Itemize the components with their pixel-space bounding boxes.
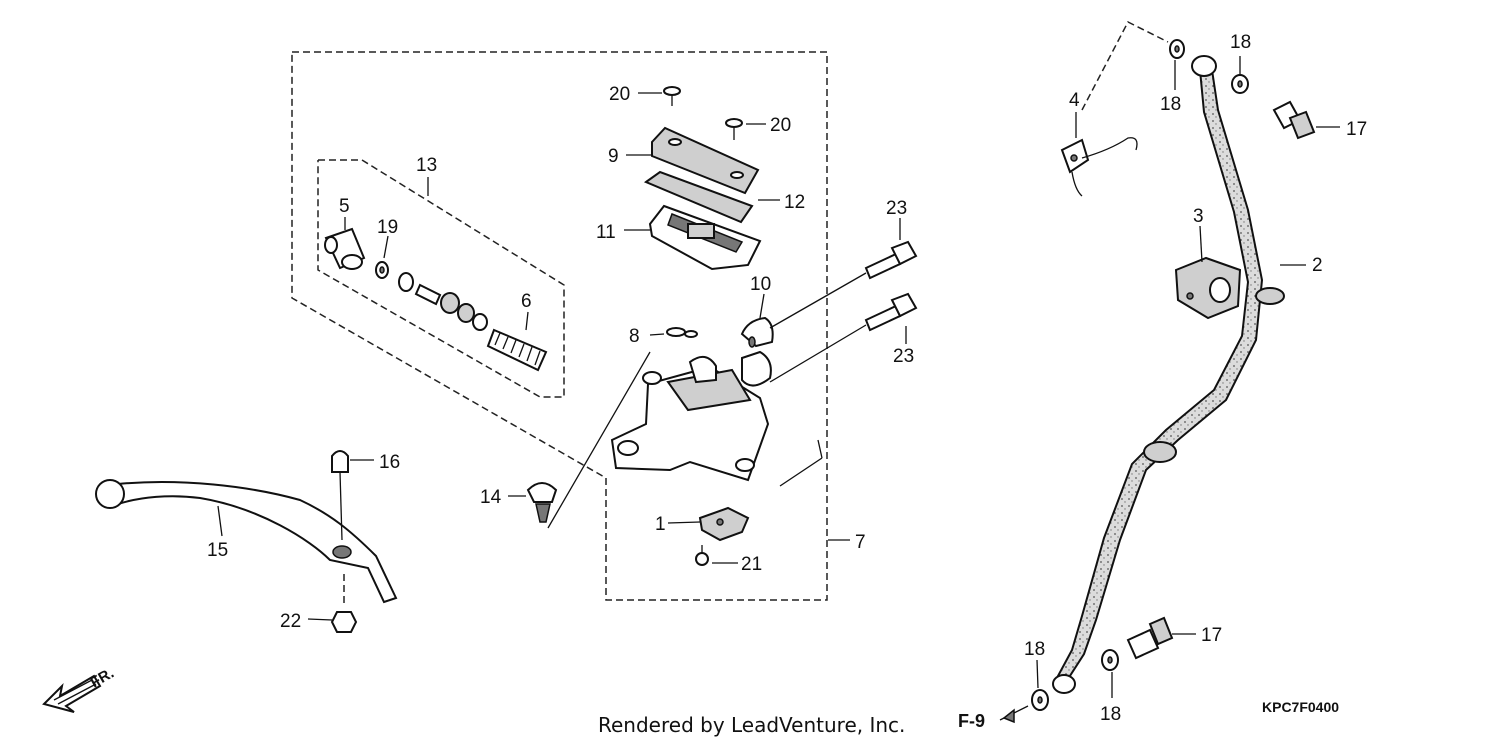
bolt-part-23-b (864, 292, 918, 332)
screw-part-8 (666, 327, 698, 338)
callout-19: 19 (377, 217, 398, 238)
spring-part-6 (486, 328, 548, 372)
callout-6: 6 (521, 291, 532, 312)
piston-pieces (398, 272, 488, 331)
callout-23: 23 (893, 346, 914, 367)
reference-label: F-9 (958, 711, 985, 731)
clamp-part-3 (1174, 256, 1242, 320)
callout-14: 14 (480, 487, 502, 508)
banjo-bolt-part-17-b (1126, 616, 1174, 660)
callout-12: 12 (784, 192, 805, 213)
washer-part-18-c (1031, 689, 1049, 711)
switch-part-1 (698, 506, 750, 542)
screw-part-21 (695, 545, 709, 566)
circlip-part-19 (375, 261, 389, 279)
holder-part-10 (740, 316, 774, 387)
brake-lever-part-15 (95, 479, 398, 604)
boot-part-14 (526, 482, 558, 523)
banjo-bolt-part-17-a (1272, 100, 1316, 140)
diagram-code: KPC7F0400 (1262, 699, 1339, 715)
plate-part-12 (643, 170, 754, 224)
callout-8: 8 (629, 326, 640, 347)
callout-20: 20 (609, 84, 630, 105)
callout-22: 22 (280, 611, 301, 632)
brake-hose-part-2 (1052, 55, 1285, 694)
front-direction-arrow: FR. (42, 665, 117, 713)
bolt-part-16 (331, 450, 349, 541)
callout-9: 9 (608, 146, 619, 167)
callout-23: 23 (886, 198, 907, 219)
callout-4: 4 (1069, 90, 1080, 111)
leader-lines (217, 56, 1340, 724)
credit-text: Rendered by LeadVenture, Inc. (598, 713, 905, 737)
callout-13: 13 (416, 155, 437, 176)
callout-18: 18 (1024, 639, 1045, 660)
callout-17: 17 (1346, 119, 1367, 140)
callout-18: 18 (1100, 704, 1121, 725)
screw-part-20-a (663, 86, 681, 106)
callout-16: 16 (379, 452, 400, 473)
reservoir-cap-part-9 (651, 126, 760, 195)
callout-18: 18 (1160, 94, 1181, 115)
callout-15: 15 (207, 540, 228, 561)
callout-5: 5 (339, 196, 350, 217)
callout-1: 1 (655, 514, 666, 535)
callout-10: 10 (750, 274, 771, 295)
washer-part-18-b (1231, 74, 1249, 94)
boot-part-5 (324, 227, 366, 270)
callout-2: 2 (1312, 255, 1323, 276)
callout-7: 7 (855, 532, 866, 553)
washer-part-18-a (1169, 39, 1185, 59)
callout-21: 21 (741, 554, 762, 575)
callout-17: 17 (1201, 625, 1222, 646)
diaphragm-part-11 (648, 204, 762, 271)
callout-18: 18 (1230, 32, 1251, 53)
callout-labels: 20 20 9 12 11 13 5 19 6 10 8 23 23 14 1 … (207, 32, 1367, 725)
nut-part-22 (330, 611, 358, 633)
piston-kit-boundary-13 (317, 159, 565, 398)
callout-20: 20 (770, 115, 791, 136)
screw-part-20-b (725, 118, 743, 140)
callout-11: 11 (596, 222, 616, 243)
guide-part-4 (1060, 137, 1138, 197)
bolt-part-23-a (864, 240, 918, 280)
assembly-boundary-7 (291, 51, 828, 601)
washer-part-18-d (1101, 649, 1119, 671)
callout-3: 3 (1193, 206, 1204, 227)
master-cylinder-body (610, 355, 770, 482)
